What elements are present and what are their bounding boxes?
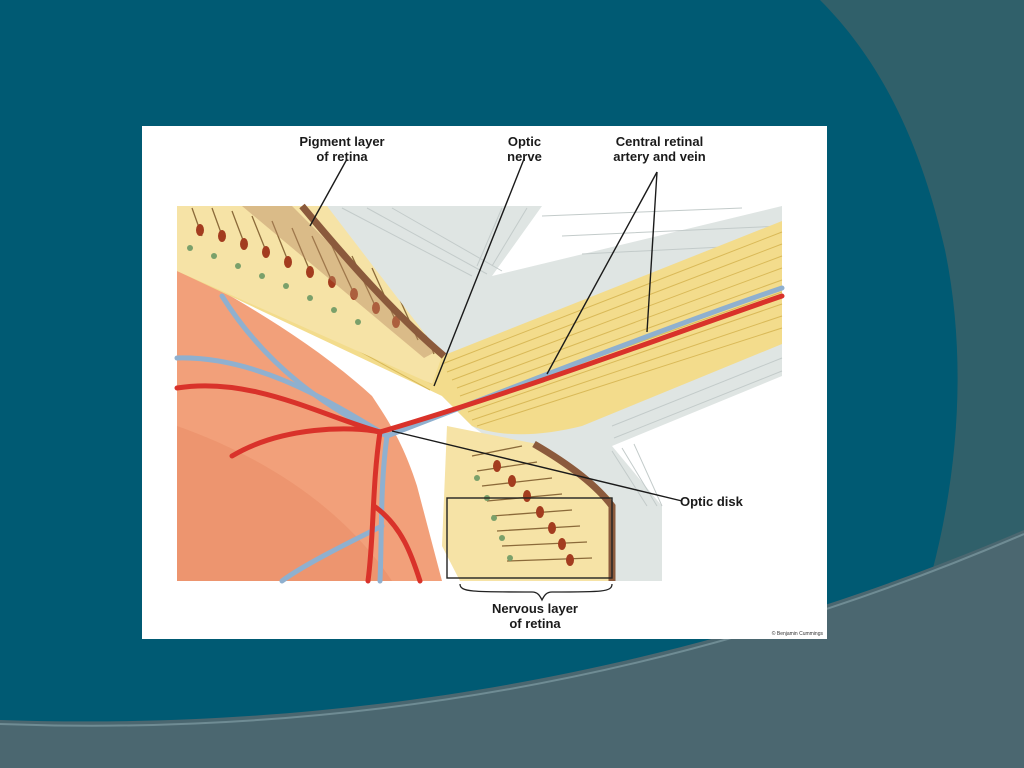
central-retinal-leader-1 (546, 171, 658, 375)
optic-disk-diagram (174, 158, 785, 602)
copyright-credit: © Benjamin Cummings (771, 631, 823, 637)
optic-disk-leader (391, 430, 683, 502)
nervous-layer-brace (459, 583, 613, 602)
decor-bottom-swoosh (0, 530, 1024, 768)
upper-pigment-layer (299, 203, 447, 359)
label-nervous-layer: Nervous layer of retina (492, 601, 578, 631)
label-pigment-layer: Pigment layer of retina (299, 134, 385, 164)
figure-panel: Pigment layer of retina Optic nerve Cent… (142, 126, 827, 639)
nervous-layer-bracket (446, 497, 613, 579)
retinal-arteries (174, 293, 785, 584)
interior-shading (177, 426, 392, 581)
decor-bottom-highlight (0, 533, 1024, 727)
label-optic-nerve: Optic nerve (507, 134, 542, 164)
label-central-retinal: Central retinal artery and vein (613, 134, 706, 164)
sclera-lines-upper (341, 207, 783, 277)
sclera-lines-lower (611, 357, 783, 507)
lower-pigment-layer (532, 440, 616, 581)
label-optic-disk: Optic disk (680, 494, 743, 509)
pigment-layer-leader (309, 158, 348, 227)
optic-nerve-leader (433, 158, 525, 387)
central-retinal-leader-2 (646, 171, 658, 333)
